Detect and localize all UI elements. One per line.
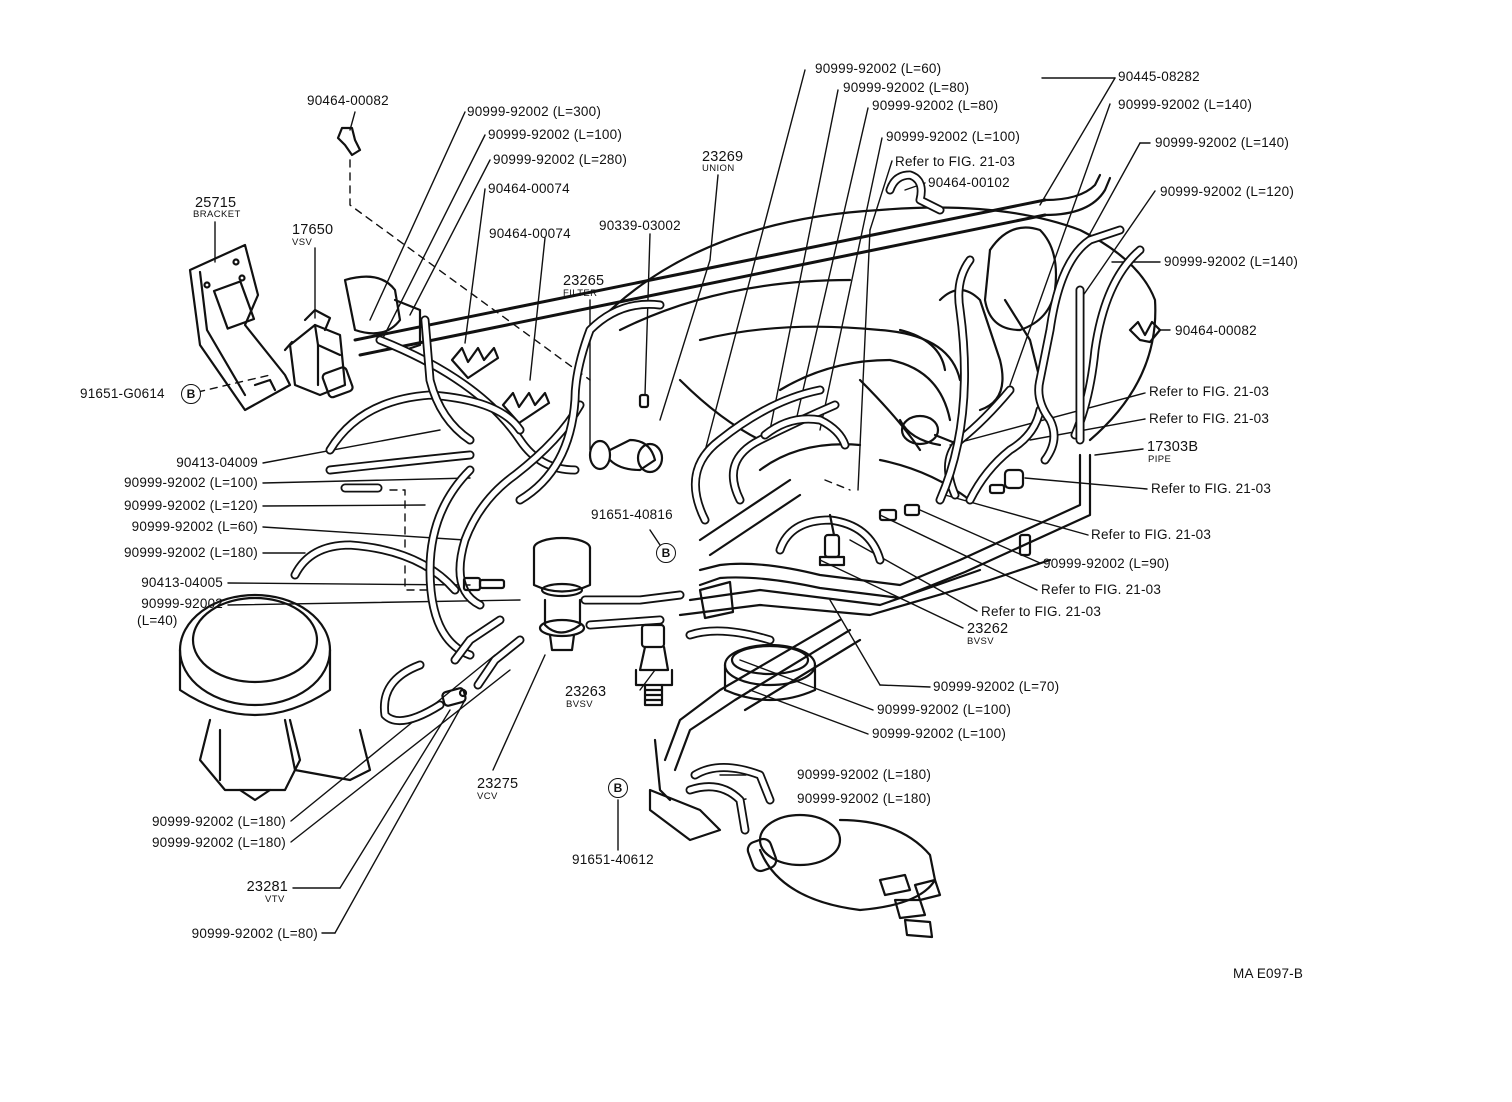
label-hose-l90: 90999-92002 (L=90) xyxy=(1043,556,1170,571)
label-clip-90464-00082-right: 90464-00082 xyxy=(1175,323,1257,338)
label-90445-08282: 90445-08282 xyxy=(1118,69,1200,84)
label-pipe-name: PIPE xyxy=(1148,454,1172,465)
label-refer-fig-r5: Refer to FIG. 21-03 xyxy=(1041,582,1162,597)
label-91651-g0614: 91651-G0614 xyxy=(80,386,165,401)
vsv-17650 xyxy=(283,308,354,399)
reference-marker-b-center: B xyxy=(656,543,676,563)
union-90413-04005 xyxy=(462,576,506,592)
label-filter-number: 23265 xyxy=(563,273,605,289)
label-hose-l100-left: 90999-92002 (L=100) xyxy=(123,475,258,490)
label-refer-fig-r2: Refer to FIG. 21-03 xyxy=(1149,411,1270,426)
label-bracket-number: 25715 xyxy=(195,195,237,211)
label-clip-90464-00102: 90464-00102 xyxy=(928,175,1010,190)
label-filter-name: FILTER xyxy=(563,288,598,299)
label-91651-40816: 91651-40816 xyxy=(591,507,673,522)
label-hose-l70: 90999-92002 (L=70) xyxy=(933,679,1060,694)
label-90413-04009: 90413-04009 xyxy=(176,455,258,470)
label-hose-l80-a: 90999-92002 (L=80) xyxy=(843,80,970,95)
label-refer-fig-r4: Refer to FIG. 21-03 xyxy=(1091,527,1212,542)
label-vsv-name: VSV xyxy=(292,237,313,248)
label-vsv-number: 17650 xyxy=(292,222,334,238)
reference-marker-b-bottom: B xyxy=(608,778,628,798)
bracket-25715 xyxy=(188,243,292,412)
label-union-number: 23269 xyxy=(702,149,744,165)
label-hose-l80-b: 90999-92002 (L=80) xyxy=(872,98,999,113)
distributor xyxy=(648,738,942,939)
label-hose-l120-right: 90999-92002 (L=120) xyxy=(1160,184,1295,199)
label-vtv-name: VTV xyxy=(265,894,285,905)
small-connectors xyxy=(698,468,1032,620)
rubber-hoses xyxy=(290,170,1145,835)
label-clip-90464-00074-b: 90464-00074 xyxy=(489,226,571,241)
air-cleaner-assembly xyxy=(178,275,422,802)
bvsv-23262 xyxy=(818,513,846,567)
label-hose-l140-b: 90999-92002 (L=140) xyxy=(1155,135,1290,150)
label-hose-l80-bottom: 90999-92002 (L=80) xyxy=(191,926,318,941)
label-refer-fig-r1: Refer to FIG. 21-03 xyxy=(1149,384,1270,399)
label-hose-l100-r1: 90999-92002 (L=100) xyxy=(877,702,1012,717)
clip-90464-00082-top xyxy=(336,126,362,157)
label-vtv-number: 23281 xyxy=(246,879,288,895)
label-union-name: UNION xyxy=(702,163,735,174)
label-bvsv-23262-number: 23262 xyxy=(967,621,1009,637)
label-bvsv-23262-name: BVSV xyxy=(967,636,994,647)
label-hose-l140-a: 90999-92002 (L=140) xyxy=(1118,97,1253,112)
clip-90464-00082-right xyxy=(1128,320,1162,344)
label-91651-40612: 91651-40612 xyxy=(572,852,654,867)
reference-marker-b-left: B xyxy=(181,384,201,404)
label-hose-l60-top: 90999-92002 (L=60) xyxy=(815,61,942,76)
label-vcv-number: 23275 xyxy=(477,776,519,792)
label-hose-l100-r2: 90999-92002 (L=100) xyxy=(872,726,1007,741)
label-union-90413-04005: 90413-04005 xyxy=(141,575,223,590)
label-hose-l140-c: 90999-92002 (L=140) xyxy=(1164,254,1299,269)
label-hose-l100-a: 90999-92002 (L=100) xyxy=(488,127,623,142)
label-hose-l180-b2: 90999-92002 (L=180) xyxy=(151,835,286,850)
vcv-23275 xyxy=(532,536,592,652)
clips-90464-00074 xyxy=(450,346,551,425)
filter-23265 xyxy=(588,393,664,474)
label-bracket-name: BRACKET xyxy=(193,209,241,220)
figure-code: MA E097-B xyxy=(1233,966,1304,981)
label-hose-l40-length: (L=40) xyxy=(137,613,178,628)
label-refer-fig-r6: Refer to FIG. 21-03 xyxy=(981,604,1102,619)
label-hose-l180-dist2: 90999-92002 (L=180) xyxy=(797,791,932,806)
label-90339-03002: 90339-03002 xyxy=(599,218,681,233)
label-hose-l300: 90999-92002 (L=300) xyxy=(467,104,602,119)
label-hose-l100-top: 90999-92002 (L=100) xyxy=(886,129,1021,144)
leader-lines xyxy=(214,69,1171,934)
label-refer-fig-r3: Refer to FIG. 21-03 xyxy=(1151,481,1272,496)
label-bvsv-23263-number: 23263 xyxy=(565,684,607,700)
label-hose-l120-left: 90999-92002 (L=120) xyxy=(123,498,258,513)
label-vcv-name: VCV xyxy=(477,791,498,802)
label-refer-fig-top: Refer to FIG. 21-03 xyxy=(895,154,1016,169)
label-clip-90464-00074-a: 90464-00074 xyxy=(488,181,570,196)
label-hose-l40-part: 90999-92002 xyxy=(141,596,223,611)
label-hose-l180-left: 90999-92002 (L=180) xyxy=(123,545,258,560)
label-pipe-number: 17303B xyxy=(1147,439,1199,455)
label-hose-l180-dist1: 90999-92002 (L=180) xyxy=(797,767,932,782)
label-hose-l280: 90999-92002 (L=280) xyxy=(493,152,628,167)
label-hose-l60-left: 90999-92002 (L=60) xyxy=(131,519,258,534)
bvsv-23263 xyxy=(634,623,674,707)
vacuum-tank xyxy=(723,643,817,702)
label-hose-l180-b1: 90999-92002 (L=180) xyxy=(151,814,286,829)
label-clip-90464-00082-top: 90464-00082 xyxy=(307,93,389,108)
label-bvsv-23263-name: BVSV xyxy=(566,699,593,710)
vtv-23281 xyxy=(441,687,468,707)
